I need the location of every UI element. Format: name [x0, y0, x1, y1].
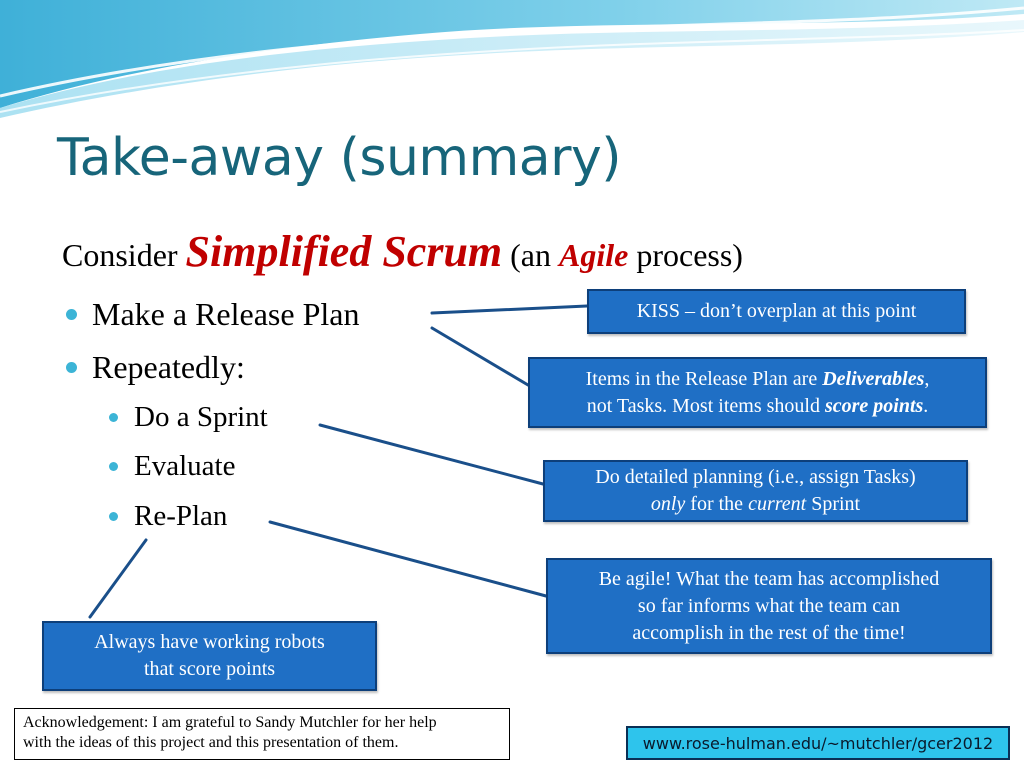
connector-deliverables — [430, 326, 530, 387]
callout-deliverables-emphasis: Deliverables — [822, 367, 925, 390]
subtitle-middle: (an — [502, 237, 559, 273]
bullet-dot-icon — [66, 309, 77, 320]
callout-deliverables-line2: not Tasks. Most items should score point… — [586, 393, 930, 420]
bullet-dot-icon — [109, 512, 118, 521]
callout-planning-line2: only for the current Sprint — [595, 491, 915, 518]
url-box: www.rose-hulman.edu/~mutchler/gcer2012 — [626, 726, 1010, 760]
callout-deliverables-punct: . — [923, 394, 929, 417]
connector-agile — [268, 520, 548, 598]
subtitle-suffix: process) — [628, 237, 743, 273]
subtitle: Consider Simplified Scrum (an Agile proc… — [62, 226, 743, 277]
acknowledgement-line1: Acknowledgement: I am grateful to Sandy … — [23, 714, 437, 731]
acknowledgement-box: Acknowledgement: I am grateful to Sandy … — [14, 708, 510, 760]
callout-planning-emphasis: current — [748, 493, 807, 515]
callout-planning-text: Sprint — [806, 493, 861, 515]
callout-robots-line1: Always have working robots — [94, 631, 325, 653]
subtitle-agile: Agile — [559, 237, 629, 273]
bullet-do-a-sprint: Do a Sprint — [134, 401, 268, 433]
callout-robots: Always have working robots that score po… — [42, 621, 377, 691]
connector-kiss — [430, 304, 589, 315]
slide-title: Take-away (summary) — [57, 128, 622, 188]
callout-deliverables-text: not Tasks. Most items should — [586, 394, 825, 417]
callout-agile-line3: accomplish in the rest of the time! — [632, 621, 906, 644]
bullet-dot-icon — [109, 413, 118, 422]
bullet-evaluate: Evaluate — [134, 450, 236, 482]
bullet-repeatedly: Repeatedly: — [92, 349, 245, 385]
bullet-release-plan: Make a Release Plan — [92, 296, 360, 332]
url-text: www.rose-hulman.edu/~mutchler/gcer2012 — [642, 733, 994, 753]
callout-planning-text: for the — [685, 493, 749, 515]
connector-planning — [318, 423, 545, 486]
bullet-re-plan: Re-Plan — [134, 500, 228, 532]
bullet-dot-icon — [66, 362, 77, 373]
callout-deliverables: Items in the Release Plan are Deliverabl… — [528, 357, 987, 428]
bullet-dot-icon — [109, 462, 118, 471]
callout-robots-line2: that score points — [143, 658, 276, 680]
callout-planning-emphasis: only — [650, 493, 686, 515]
callout-agile-line1: Be agile! What the team has accomplished — [598, 567, 940, 590]
callout-deliverables-emphasis: score points — [824, 394, 924, 417]
callout-planning-line1: Do detailed planning (i.e., assign Tasks… — [595, 466, 916, 488]
callout-agile: Be agile! What the team has accomplished… — [546, 558, 992, 654]
callout-deliverables-text: Items in the Release Plan are — [585, 367, 823, 390]
callout-deliverables-punct: , — [924, 367, 930, 390]
connector-robots — [88, 538, 148, 619]
callout-agile-line2: so far informs what the team can — [637, 594, 901, 617]
acknowledgement-line2: with the ideas of this project and this … — [23, 734, 399, 751]
callout-planning: Do detailed planning (i.e., assign Tasks… — [543, 460, 968, 522]
callout-deliverables-line1: Items in the Release Plan are Deliverabl… — [586, 366, 930, 393]
subtitle-emphasis: Simplified Scrum — [185, 227, 503, 276]
callout-kiss-text: KISS – don’t overplan at this point — [636, 300, 917, 322]
wave-header-decoration — [0, 0, 1024, 118]
callout-kiss: KISS – don’t overplan at this point — [587, 289, 966, 334]
subtitle-prefix: Consider — [62, 237, 186, 273]
